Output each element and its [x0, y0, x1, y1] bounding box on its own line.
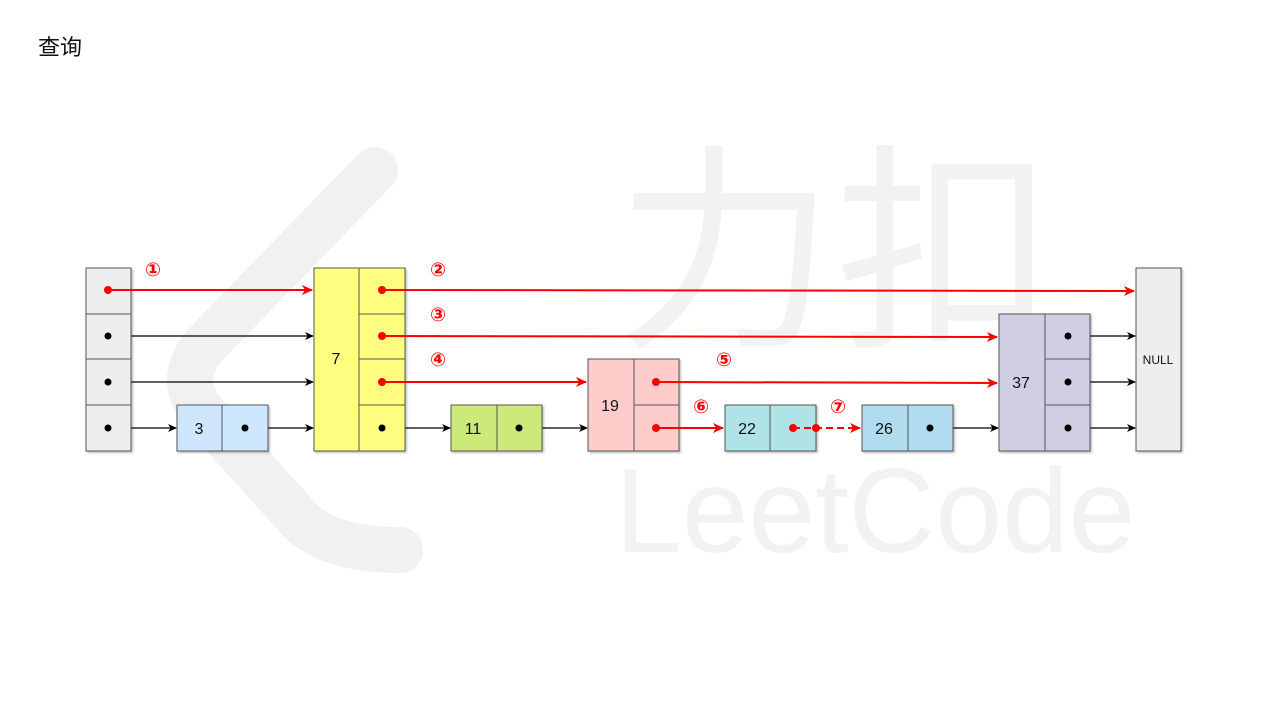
step-1-label: ① [145, 259, 161, 281]
step-2-label: ② [430, 259, 446, 281]
node-26 [861, 404, 954, 452]
node-null [1135, 267, 1182, 452]
node-19-label: 19 [601, 398, 619, 415]
step-3-label: ③ [430, 304, 446, 326]
page-title: 查询 [38, 36, 83, 61]
node-11 [450, 404, 543, 452]
node-7 [313, 267, 406, 452]
step-5-arrow [655, 377, 998, 388]
watermark-logo-text: 力扣 [615, 131, 1055, 377]
node-19 [587, 358, 680, 452]
node-11-label: 11 [465, 421, 482, 438]
step-7-label: ⑦ [830, 396, 846, 418]
step-2-arrow [381, 285, 1135, 296]
step-4-label: ④ [430, 349, 446, 371]
node-3 [176, 404, 269, 452]
step-3-arrow [381, 331, 998, 342]
watermark: 力扣 LeetCode [167, 131, 1135, 578]
node-37-label: 37 [1012, 375, 1030, 392]
watermark-brand-text: LeetCode [615, 444, 1135, 578]
step-labels: ① ② ③ ④ ⑤ ⑥ ⑦ [145, 259, 846, 418]
node-3-label: 3 [195, 421, 204, 438]
search-path-dots [104, 286, 820, 432]
node-22-label: 22 [738, 421, 756, 438]
step-6-label: ⑥ [693, 396, 709, 418]
null-label: NULL [1143, 353, 1174, 367]
node-head [85, 267, 132, 452]
search-path [108, 285, 1135, 433]
step-5-label: ⑤ [716, 349, 732, 371]
node-37 [998, 313, 1091, 452]
pointer-dots [104, 332, 1072, 432]
leetcode-logo-icon [167, 147, 423, 573]
node-26-label: 26 [875, 421, 893, 438]
node-7-label: 7 [332, 351, 341, 368]
